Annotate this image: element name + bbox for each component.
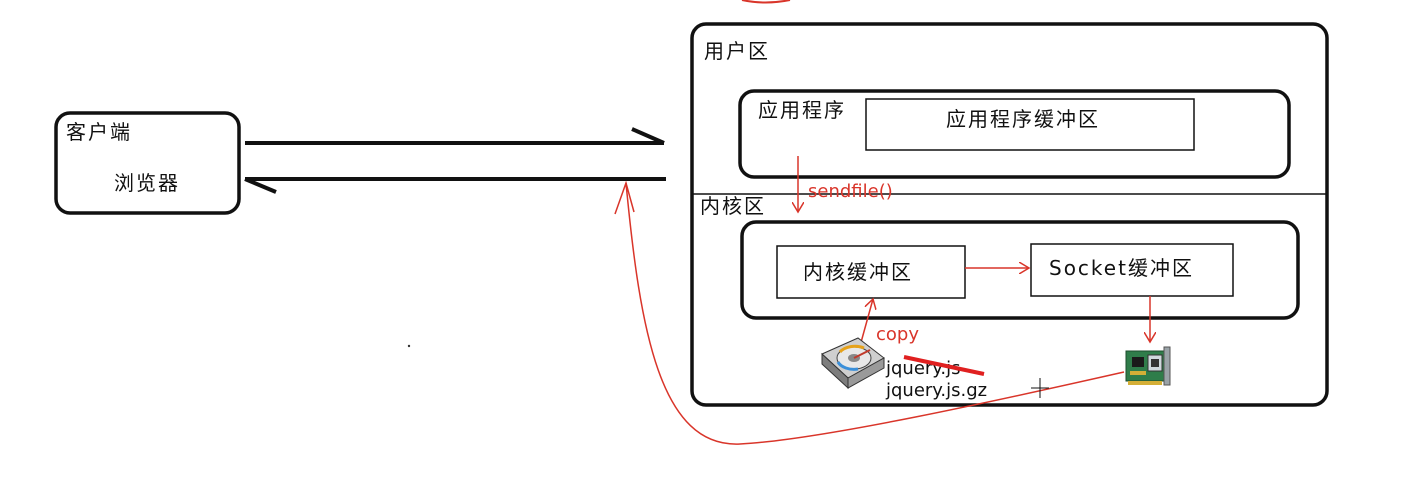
sendfile-label: sendfile()	[808, 181, 893, 202]
copy-arrow	[859, 299, 873, 347]
network-return-arrowhead	[614, 180, 635, 215]
socket-buffer-label: Socket缓冲区	[1049, 256, 1194, 280]
file-jquery-js-gz: jquery.js.gz	[885, 380, 987, 401]
client-title: 客户端	[66, 120, 132, 144]
request-arrow	[245, 127, 665, 145]
kernel-box: 内核缓冲区 Socket缓冲区	[740, 220, 1300, 320]
file-strikethrough	[903, 355, 985, 376]
application-label: 应用程序	[758, 98, 846, 122]
hard-disk-icon	[821, 337, 885, 390]
app-buffer-box	[865, 98, 1195, 151]
server-box: 用户区 内核区	[690, 22, 1329, 407]
copy-label: copy	[876, 324, 919, 345]
stray-mark	[741, 0, 791, 4]
socket-buffer-box	[1030, 243, 1234, 297]
app-buffer-label: 应用程序缓冲区	[946, 107, 1100, 131]
kernel-zone-label: 内核区	[700, 194, 766, 218]
network-card-icon	[1125, 346, 1171, 386]
application-box: 应用程序 应用程序缓冲区	[738, 89, 1291, 179]
browser-label: 浏览器	[114, 171, 180, 195]
network-return-arrow	[625, 182, 1125, 445]
cursor-crosshair-icon	[1031, 378, 1049, 398]
kernel-buffer-box	[776, 245, 966, 299]
user-zone-label: 用户区	[704, 39, 770, 63]
client-box: 客户端 浏览器	[54, 111, 241, 215]
stray-dot	[407, 344, 411, 348]
kernel-buffer-label: 内核缓冲区	[803, 260, 913, 284]
response-arrow	[244, 177, 666, 194]
